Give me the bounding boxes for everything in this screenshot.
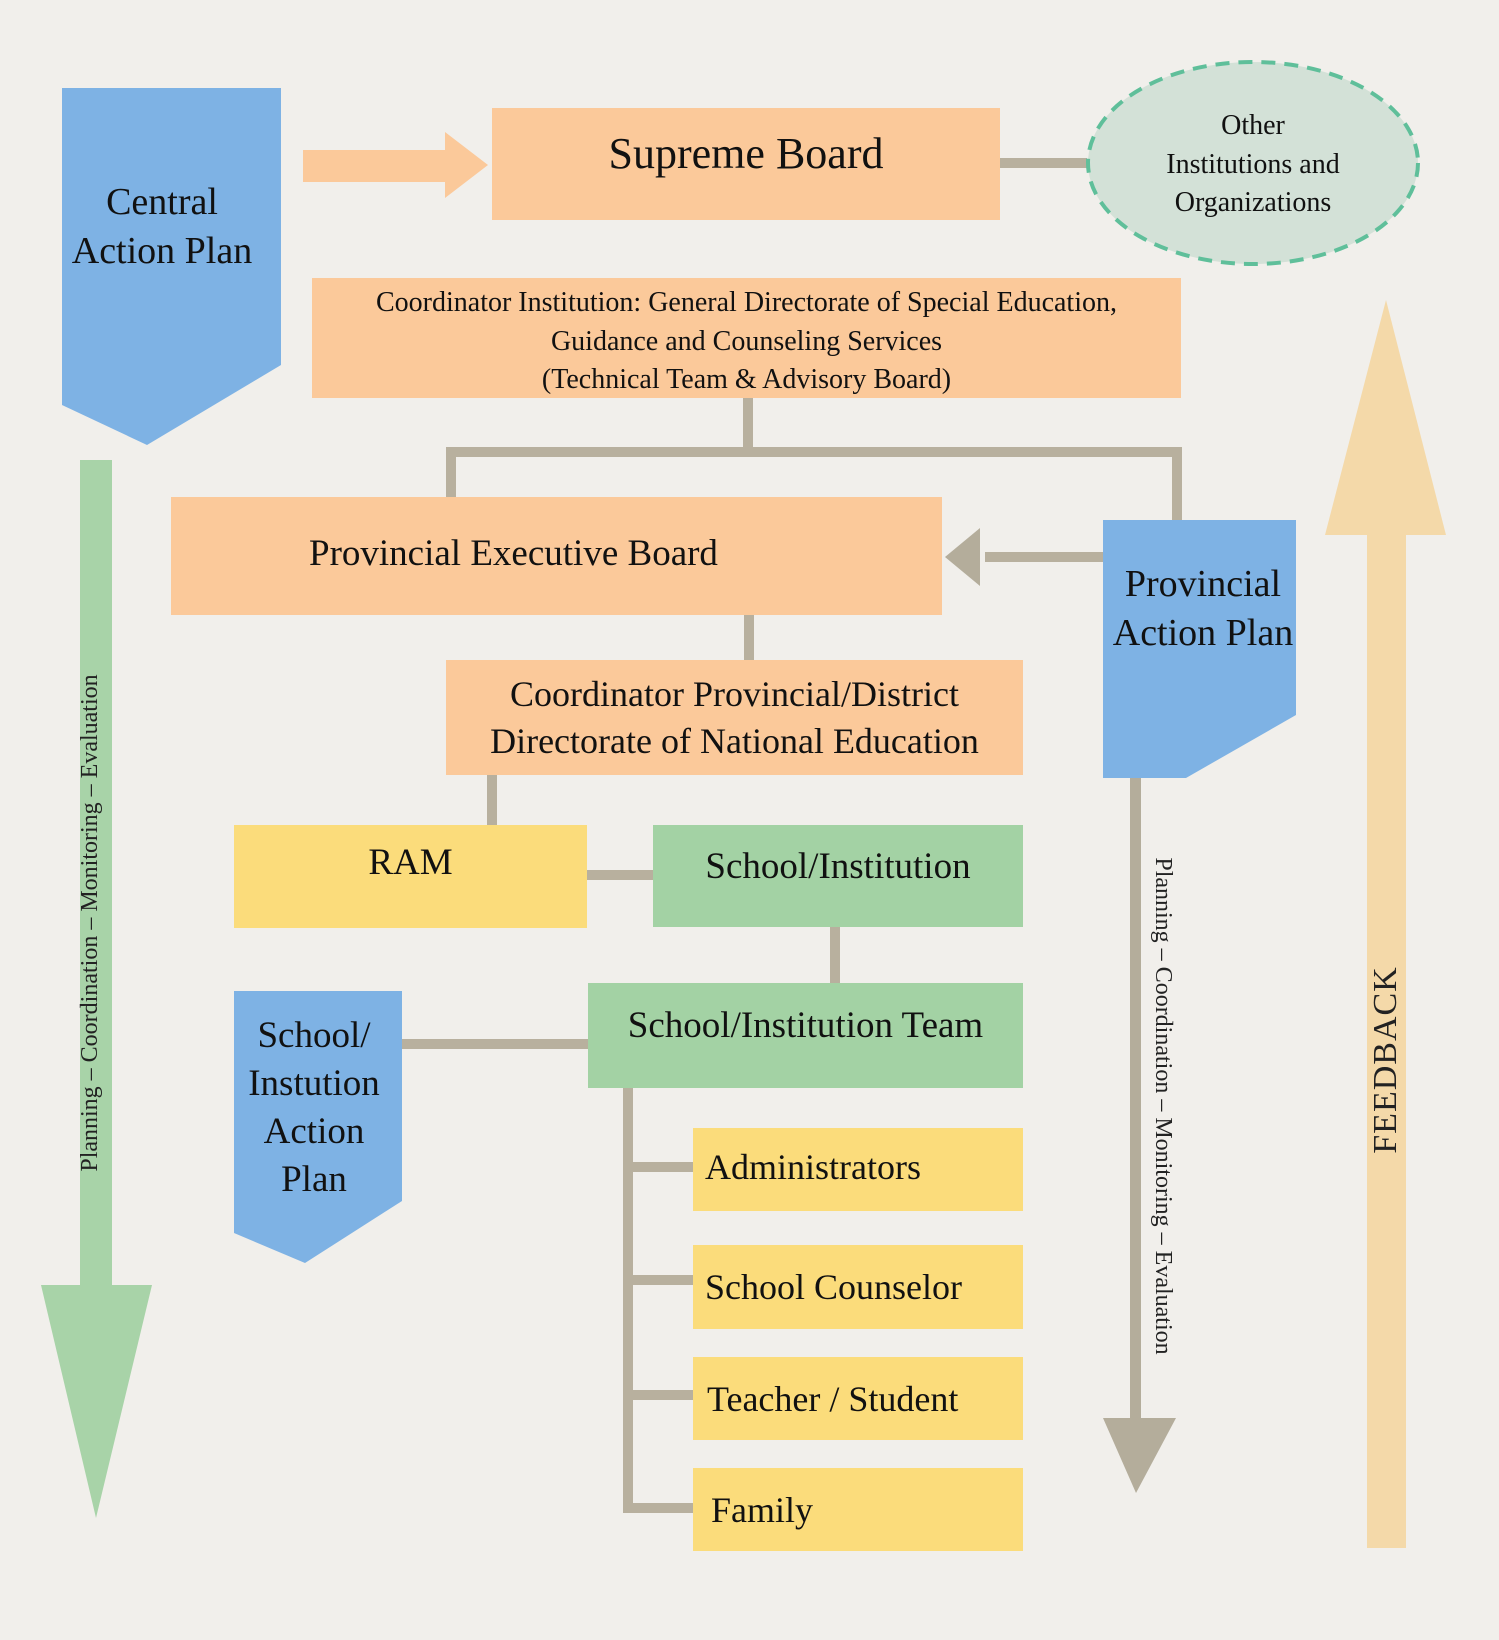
central-action-plan-line-2: Action Plan: [71, 229, 253, 272]
provincial-action-plan-line-2: Action Plan: [1112, 612, 1294, 655]
administrators-label: Administrators: [705, 1146, 921, 1187]
school-counselor-label: School Counselor: [705, 1267, 962, 1307]
central-action-plan-shape: [62, 88, 281, 445]
provincial-executive-board: Provincial Executive Board: [171, 497, 942, 615]
family-label: Family: [711, 1489, 814, 1530]
school-counselor-box: School Counselor: [693, 1245, 1023, 1329]
provincial-plan-arrowhead: [945, 528, 980, 586]
right-process-arrow: [1103, 778, 1176, 1493]
ram-label: RAM: [368, 842, 453, 883]
central-action-plan-label: Central Action Plan: [62, 178, 262, 275]
school-action-plan-line-3: Action: [263, 1111, 365, 1153]
supreme-board: Supreme Board: [492, 108, 1000, 220]
school-action-plan-line-2: Instution: [248, 1063, 380, 1105]
provincial-action-plan-shape: [1103, 520, 1296, 778]
ram-box: RAM: [234, 825, 587, 928]
school-action-plan-label: School/ Instution Action Plan: [234, 1012, 394, 1204]
provincial-action-plan-label: Provincial Action Plan: [1103, 560, 1303, 659]
coordinator-institution-line-3: (Technical Team & Advisory Board): [541, 364, 952, 396]
other-institutions-line-2: Institutions and: [1166, 148, 1340, 180]
coordinator-provincial: Coordinator Provincial/District Director…: [446, 660, 1023, 775]
teacher-student-label: Teacher / Student: [707, 1378, 959, 1419]
central-to-supreme-arrow: [303, 132, 488, 198]
other-institutions-line-3: Organizations: [1174, 187, 1332, 219]
school-institution-label: School/Institution: [705, 845, 971, 887]
coordinator-institution-line-1: Coordinator Institution: General Directo…: [376, 287, 1117, 319]
left-process-label: Planning – Coordination – Monitoring – E…: [77, 674, 103, 1172]
feedback-arrow: [1325, 300, 1446, 1548]
feedback-label: FEEDBACK: [1367, 966, 1404, 1154]
other-institutions-label: Other Institutions and Organizations: [1113, 107, 1393, 223]
other-institutions-line-1: Other: [1221, 110, 1285, 141]
connectors: [401, 158, 1182, 1513]
right-process-label: Planning – Coordination – Monitoring – E…: [1150, 857, 1176, 1355]
school-action-plan-line-4: Plan: [281, 1159, 347, 1201]
provincial-executive-board-label: Provincial Executive Board: [309, 532, 718, 574]
school-institution-team-label: School/Institution Team: [627, 1005, 984, 1046]
school-action-plan-line-1: School/: [257, 1015, 371, 1056]
school-institution-team-box: School/Institution Team: [588, 983, 1023, 1088]
coordinator-provincial-line-2: Directorate of National Education: [490, 720, 979, 761]
coordinator-provincial-line-1: Coordinator Provincial/District: [510, 673, 959, 714]
supreme-board-label: Supreme Board: [608, 128, 884, 178]
provincial-action-plan-line-1: Provincial: [1124, 563, 1282, 605]
school-action-plan-shape: [234, 991, 402, 1263]
teacher-student-box: Teacher / Student: [693, 1357, 1023, 1440]
central-action-plan-line-1: Central: [106, 181, 218, 223]
coordinator-institution: Coordinator Institution: General Directo…: [312, 278, 1181, 398]
coordinator-institution-line-2: Guidance and Counseling Services: [550, 325, 943, 357]
administrators-box: Administrators: [693, 1128, 1023, 1211]
school-institution-box: School/Institution: [653, 825, 1023, 927]
other-institutions-ellipse: [1086, 60, 1420, 266]
left-process-arrow: [41, 460, 152, 1518]
family-box: Family: [693, 1468, 1023, 1551]
